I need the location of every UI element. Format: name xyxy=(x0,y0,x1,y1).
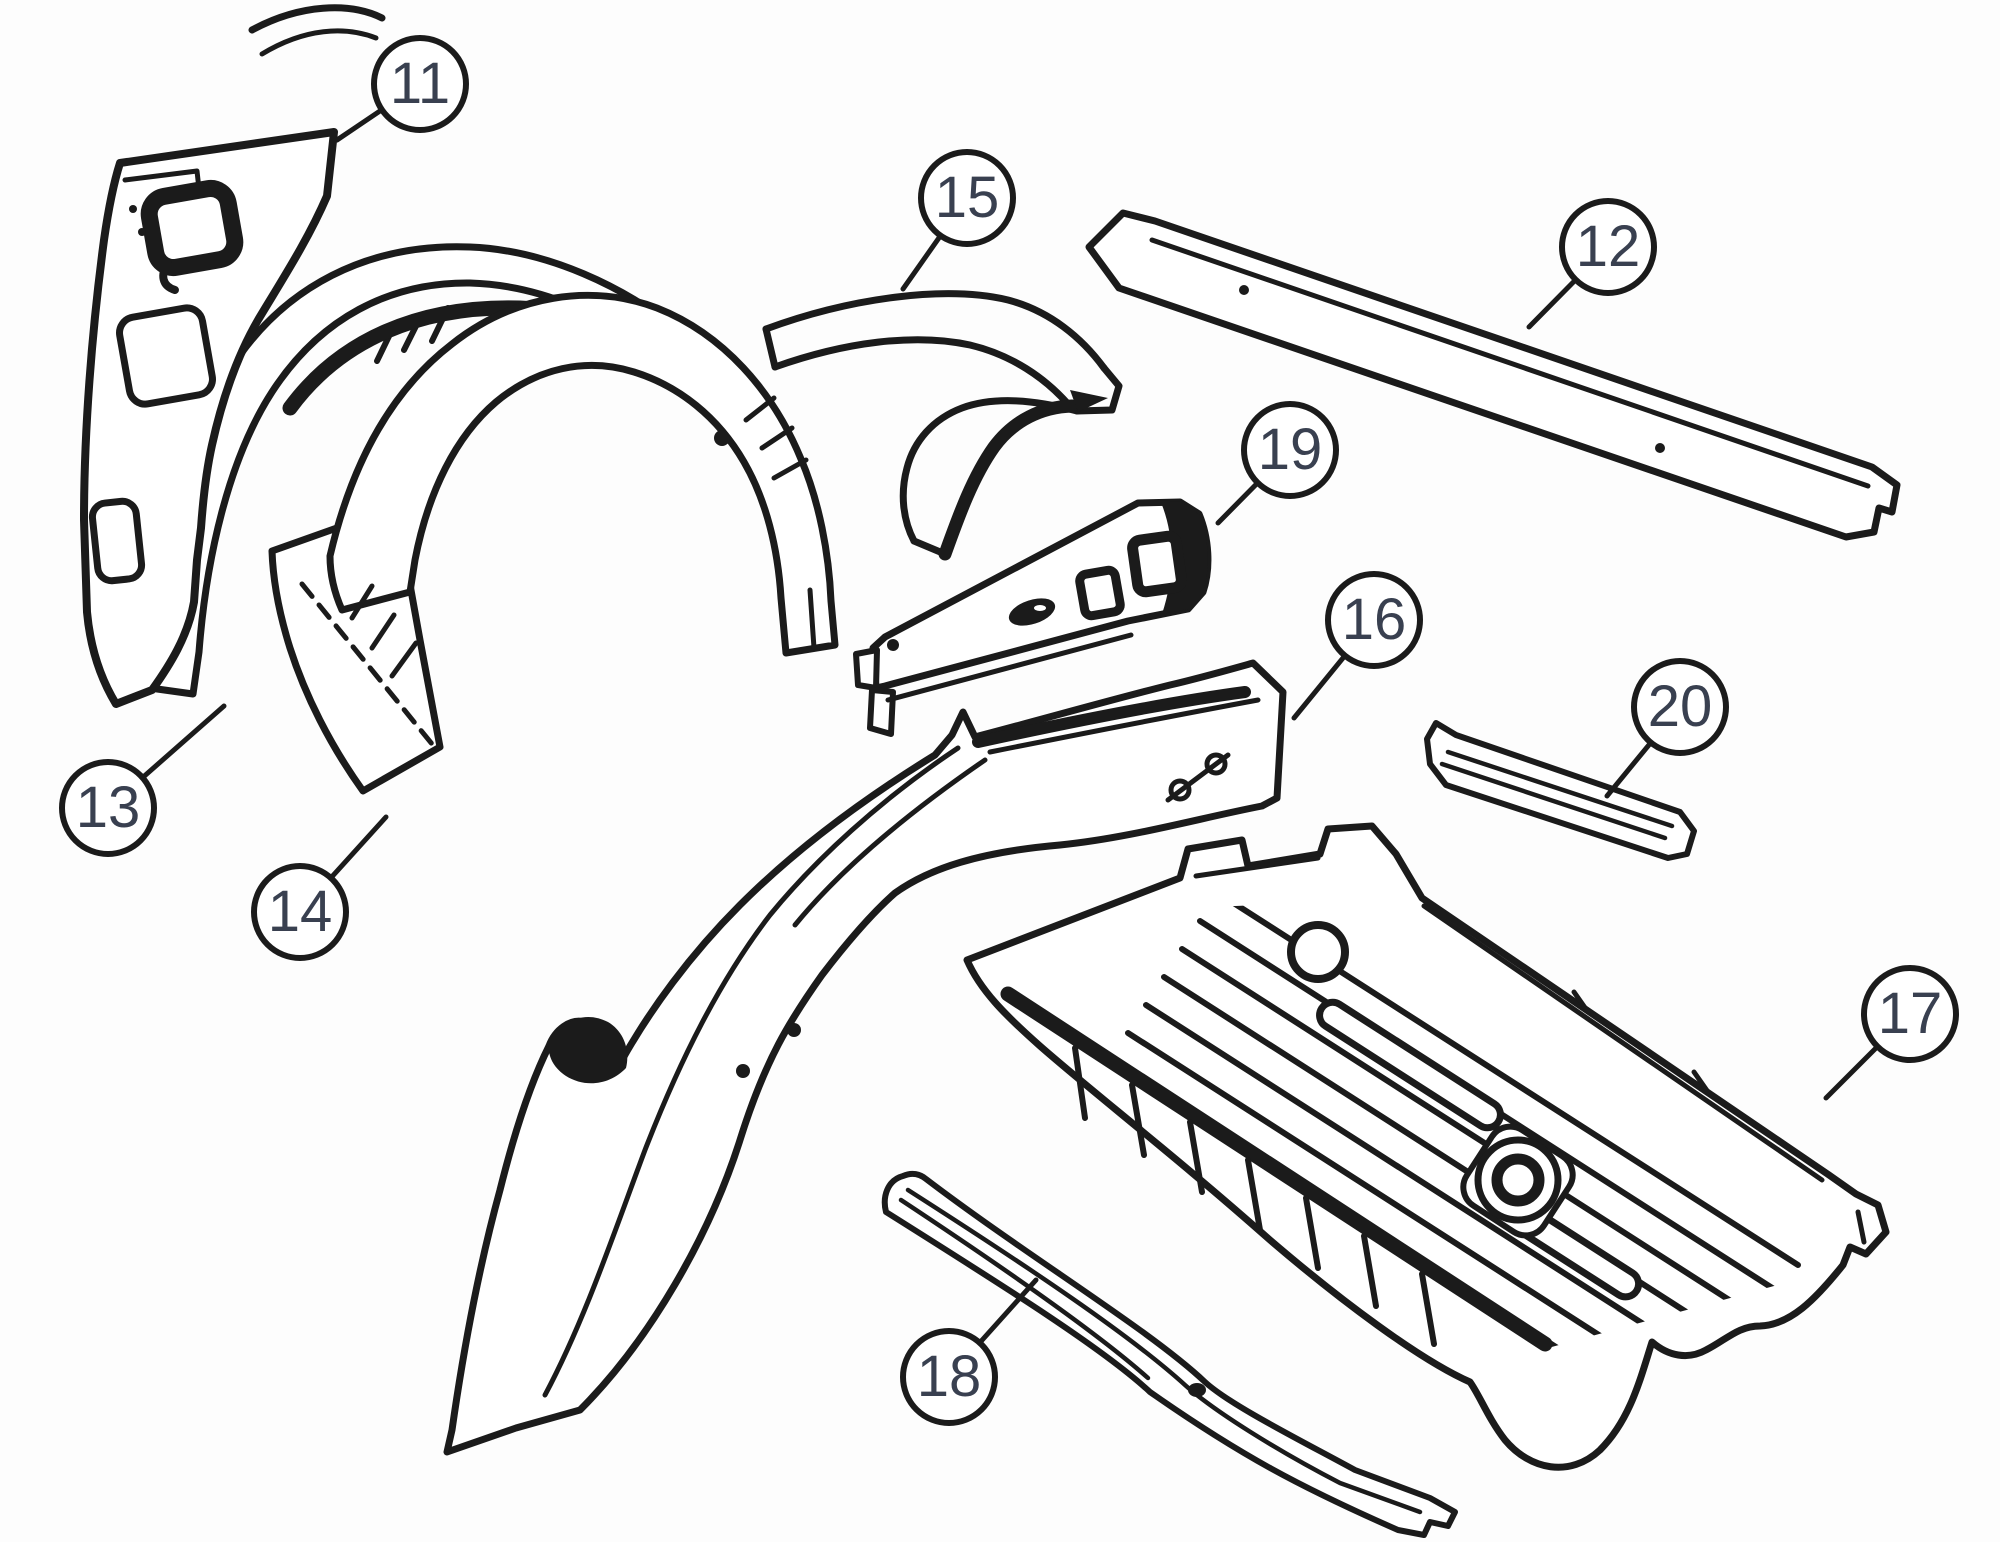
callout-13: 13 xyxy=(59,759,157,857)
part-17-drawing xyxy=(963,822,1890,1471)
callout-12: 12 xyxy=(1559,198,1657,296)
part-20-drawing xyxy=(1424,720,1697,861)
callout-15: 15 xyxy=(918,149,1016,247)
part-12-drawing xyxy=(1085,209,1901,541)
part-19-drawing xyxy=(853,498,1212,737)
callout-14: 14 xyxy=(251,863,349,961)
callout-19: 19 xyxy=(1241,401,1339,499)
part-14-drawing xyxy=(268,291,839,795)
callout-17: 17 xyxy=(1861,965,1959,1063)
callout-11: 11 xyxy=(371,35,469,133)
part-15-drawing xyxy=(762,290,1123,561)
callout-20: 20 xyxy=(1631,658,1729,756)
part-18-drawing xyxy=(881,1170,1458,1538)
callout-16: 16 xyxy=(1325,571,1423,669)
part-11-drawing xyxy=(80,128,338,708)
callout-18: 18 xyxy=(900,1328,998,1426)
part-16-drawing xyxy=(443,659,1287,1456)
